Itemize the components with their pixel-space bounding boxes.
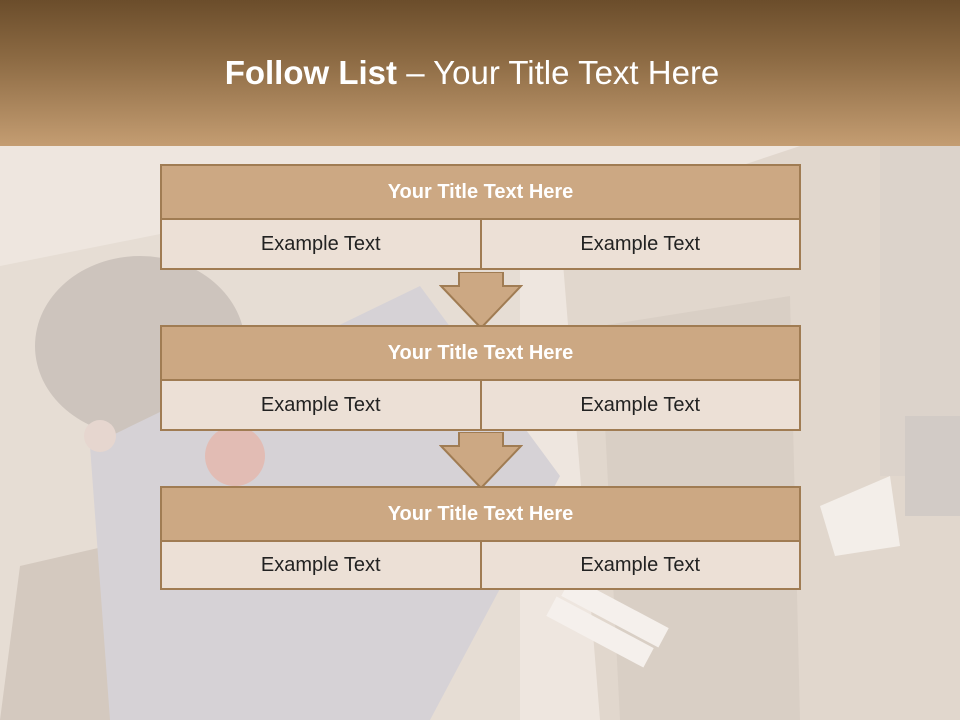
- down-arrow-icon: [439, 432, 523, 490]
- block-cell-left: Example Text: [160, 220, 482, 270]
- block-cell-right: Example Text: [481, 381, 801, 431]
- list-block-2: Your Title Text Here Example Text Exampl…: [160, 325, 801, 431]
- block-cell-right: Example Text: [481, 220, 801, 270]
- block-cell-left: Example Text: [160, 381, 482, 431]
- slide-title-bold: Follow List: [224, 54, 398, 91]
- list-block-1: Your Title Text Here Example Text Exampl…: [160, 164, 801, 270]
- block-row: Example Text Example Text: [160, 381, 801, 431]
- block-title: Your Title Text Here: [160, 325, 801, 381]
- block-row: Example Text Example Text: [160, 220, 801, 270]
- block-row: Example Text Example Text: [160, 542, 801, 590]
- list-block-3: Your Title Text Here Example Text Exampl…: [160, 486, 801, 590]
- title-banner: [0, 0, 960, 146]
- block-title: Your Title Text Here: [160, 164, 801, 220]
- block-title: Your Title Text Here: [160, 486, 801, 542]
- down-arrow-icon: [439, 272, 523, 330]
- block-cell-left: Example Text: [160, 542, 482, 590]
- block-cell-right: Example Text: [481, 542, 801, 590]
- slide-title: Follow List – Your Title Text Here: [0, 54, 944, 92]
- slide-title-rest: – Your Title Text Here: [397, 54, 720, 91]
